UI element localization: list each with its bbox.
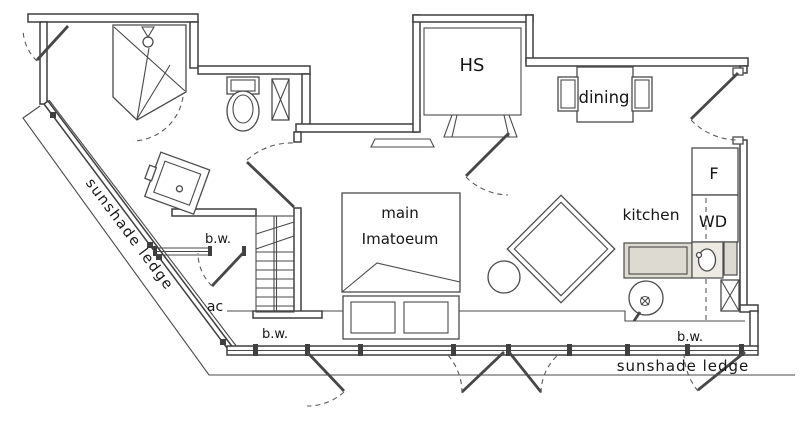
label-fridge: F (709, 164, 718, 183)
diagonal-post-2 (147, 242, 153, 248)
wall-hs-left (412, 14, 421, 133)
label-bedroom-line2: Imatoeum (362, 230, 439, 248)
kitchen-sink (691, 241, 724, 279)
bathroom (112, 24, 295, 215)
floor-edge-lines (227, 310, 745, 322)
kitchen-stove (723, 241, 738, 276)
hinge-plate-top (732, 67, 744, 76)
columns (271, 78, 740, 312)
sofa (506, 194, 616, 304)
wall-left (39, 21, 48, 105)
column-marker-bathroom (271, 78, 290, 121)
right-wall-door (690, 71, 739, 141)
entry-step (443, 114, 518, 138)
balcony-doors (305, 350, 746, 407)
diagonal-post-4 (220, 339, 226, 345)
toilet (226, 76, 260, 132)
bottom-window-wall (226, 344, 759, 356)
column-marker-kitchen (720, 279, 740, 312)
walls (22, 13, 795, 376)
toilet-bowl (226, 90, 260, 132)
shower-head (142, 36, 154, 48)
wall-bath-right (301, 73, 311, 126)
living-area (341, 192, 616, 340)
round-stool (628, 280, 664, 322)
bathroom-door (246, 142, 295, 209)
entry-hall (370, 27, 522, 196)
diagonal-post-3 (156, 254, 162, 260)
entry-doormat (370, 138, 435, 148)
label-washer-dryer: WD (699, 212, 727, 231)
bed-bench (342, 295, 460, 340)
wall-step-right-h (739, 304, 759, 313)
wall-bath-top (197, 65, 311, 75)
wall-step-down (189, 21, 199, 69)
kitchen-area (623, 147, 739, 322)
label-bay-window-left: b.w. (205, 232, 231, 247)
label-entry-storage: HS (460, 55, 485, 76)
bathroom-sink (143, 151, 211, 215)
bay-window-left-strip (153, 246, 246, 256)
wall-corridor (295, 123, 419, 133)
wall-hs-right (525, 14, 534, 63)
label-ac: ac (207, 299, 223, 315)
side-table (487, 260, 521, 294)
dining-chair-right (631, 76, 653, 112)
diagonal-window-line (48, 99, 238, 348)
ac-platform-door (197, 251, 246, 287)
kitchen-counter (623, 242, 693, 279)
sunshade-ledge-outline (22, 105, 795, 376)
bed (341, 192, 461, 293)
sink-tap (144, 164, 158, 182)
hinge-plate-bottom (732, 136, 744, 145)
label-dining: dining (578, 88, 629, 107)
wall-top-left (27, 13, 199, 23)
wall-right-lower (739, 139, 748, 307)
label-kitchen: kitchen (622, 206, 679, 224)
left-wall-door (22, 25, 70, 62)
wall-bath-east-lower (293, 207, 302, 314)
wall-bath-south (171, 208, 257, 217)
label-bay-window-center: b.w. (262, 327, 288, 342)
dining-area (557, 66, 739, 141)
shower (112, 24, 187, 142)
wall-diagonal (42, 99, 236, 354)
wall-bath-east-upper (293, 131, 302, 143)
wall-hs-top (412, 14, 534, 23)
wall-dining-top (525, 57, 749, 67)
label-bedroom-line1: main (381, 204, 418, 222)
wall-step-right-v (749, 310, 759, 348)
entry-door (465, 132, 510, 196)
diagonal-post-1 (50, 112, 56, 118)
label-sunshade-ledge-bottom: sunshade ledge (617, 357, 750, 375)
dining-chair-left (557, 76, 579, 112)
label-bay-window-right: b.w. (677, 330, 703, 345)
stairs (255, 215, 295, 313)
